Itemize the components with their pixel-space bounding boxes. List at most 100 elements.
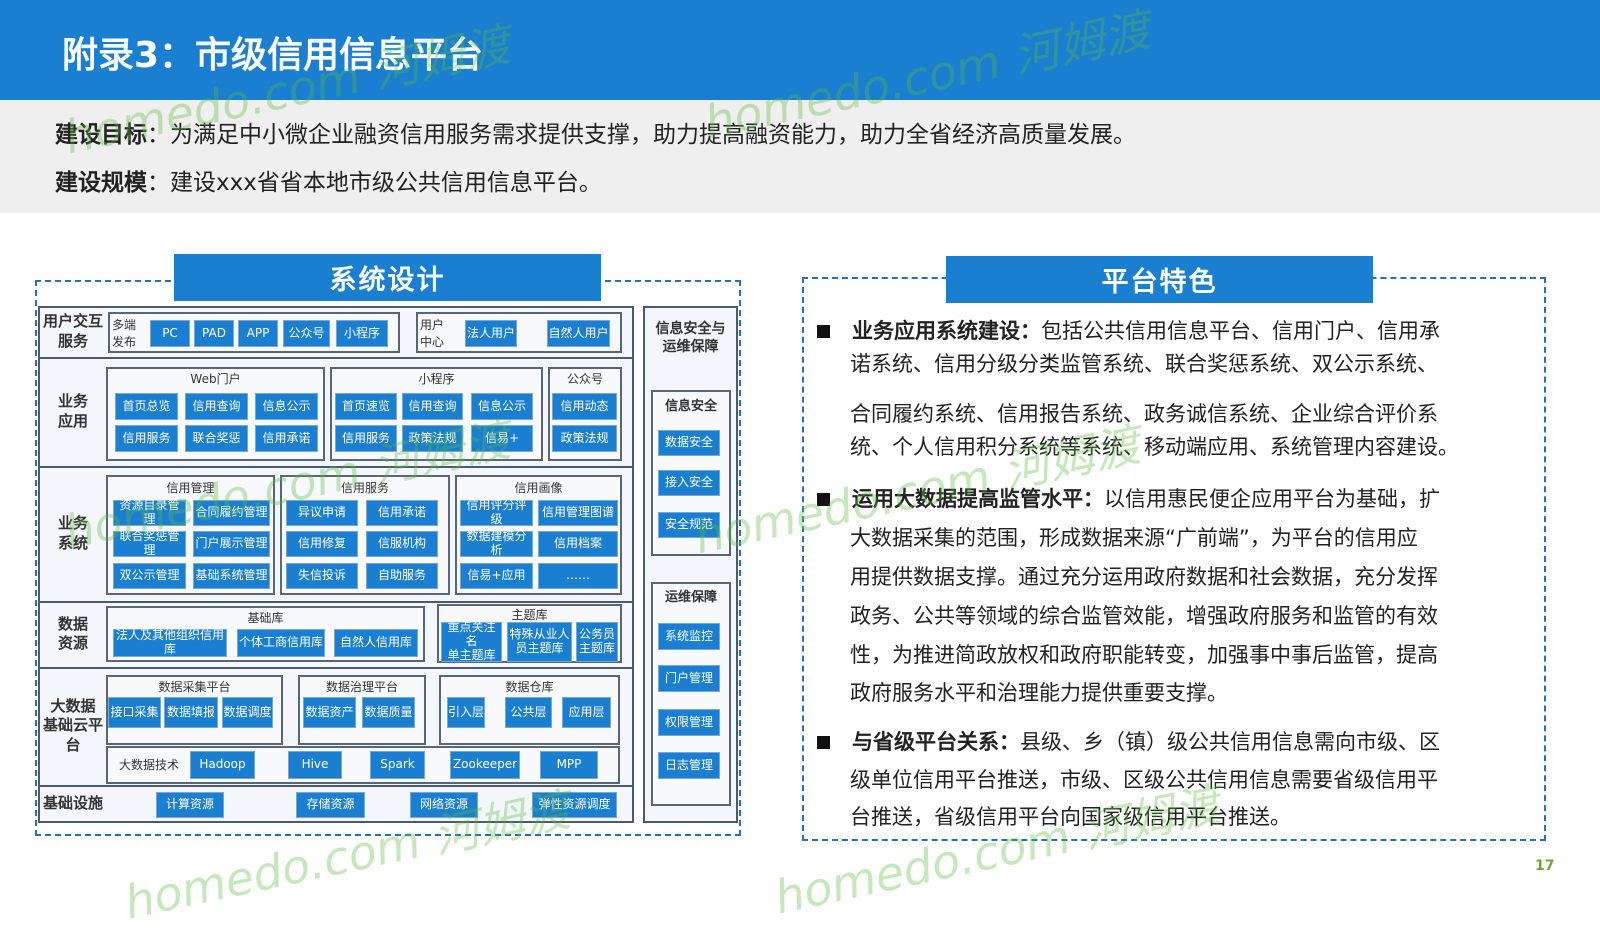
- feature-text: 县级、乡（镇）级公共信用信息需向市级、区: [1020, 730, 1440, 754]
- feature-text: 合同履约系统、信用报告系统、政务诚信系统、企业综合评价系: [850, 402, 1438, 426]
- feature-line: 业务应用系统建设：包括公共信用信息平台、信用门户、信用承: [852, 315, 1440, 345]
- wechat-label: 公众号: [566, 372, 603, 386]
- ops-item: 系统监控: [658, 623, 720, 650]
- topic_db-item: 公务员 主题库: [576, 622, 618, 662]
- warehouse-item: 引入层: [447, 697, 485, 728]
- credit_svc-item: 信服机构: [366, 531, 438, 557]
- credit_portrait-item: 信用评分评级: [460, 498, 533, 526]
- mini-item: 信息公示: [471, 393, 533, 420]
- wechat-item: 政策法规: [552, 425, 617, 452]
- usercenter-label: 用户 中心: [420, 318, 445, 349]
- feature-heading: 运用大数据提高监管水平：: [852, 487, 1104, 511]
- ops-item: 门户管理: [658, 665, 720, 692]
- feature-line: 政府服务水平和治理能力提供重要支撑。: [850, 677, 1228, 707]
- credit_mgmt-item: 资源目录管理: [113, 498, 186, 526]
- feature-line: 用提供数据支撑。通过充分运用政府数据和社会数据，充分发挥: [850, 561, 1438, 591]
- warehouse-item: 公共层: [505, 697, 552, 728]
- tech-label: 大数据技术: [118, 758, 179, 772]
- goals-band: [0, 100, 1600, 213]
- row-label-bigdata: 大数据 基础云平台: [42, 696, 103, 754]
- mini-item: 信用查询: [402, 393, 463, 420]
- credit_svc-item: 信用修复: [286, 531, 358, 557]
- govern-item: 数据资产: [303, 697, 356, 728]
- feature-line: 政务、公共等领域的综合监管效能，增强政府服务和监管的有效: [850, 600, 1438, 630]
- collect-label: 数据采集平台: [158, 680, 231, 694]
- credit_mgmt-item: 门户展示管理: [193, 531, 270, 557]
- feature-text: 政务、公共等领域的综合监管效能，增强政府服务和监管的有效: [850, 604, 1438, 628]
- ops-item: 日志管理: [658, 752, 720, 779]
- credit_svc-item: 信用承诺: [366, 500, 438, 526]
- multi-label: 多端 发布: [112, 318, 137, 349]
- web-item: 信用查询: [185, 393, 248, 420]
- infra-item: 弹性资源调度: [532, 792, 617, 818]
- web-item: 信用服务: [115, 425, 178, 452]
- bullet-icon: [817, 736, 830, 749]
- tech-item: Zookeeper: [450, 751, 520, 779]
- collect-item: 接口采集: [108, 697, 161, 728]
- feature-line: 统、个人信用积分系统等系统、移动端应用、系统管理内容建设。: [850, 431, 1459, 461]
- topic_db-item: 重点关注名 单主题库: [441, 620, 502, 662]
- system-design-title: 系统设计: [174, 254, 601, 301]
- feature-line: 运用大数据提高监管水平：以信用惠民便企应用平台为基础，扩: [852, 483, 1440, 513]
- credit_portrait-item: ……: [538, 563, 618, 589]
- goal-line: 建设目标：为满足中小微企业融资信用服务需求提供支撑，助力提高融资能力，助力全省经…: [55, 115, 1136, 149]
- warehouse-item: 应用层: [562, 697, 611, 728]
- feature-text: 政府服务水平和治理能力提供重要支撑。: [850, 681, 1228, 705]
- security-item: 安全规范: [658, 512, 720, 538]
- feature-text: 统、个人信用积分系统等系统、移动端应用、系统管理内容建设。: [850, 435, 1459, 459]
- mini-item: 信易+: [471, 425, 533, 452]
- row-label-bizsys: 业务 系统: [57, 514, 88, 552]
- mini-label: 小程序: [418, 372, 455, 386]
- row-label-infra: 基础设施: [42, 794, 103, 813]
- infra-item: 网络资源: [410, 792, 478, 818]
- tech-item: MPP: [540, 751, 598, 779]
- credit_svc-item: 失信投诉: [286, 563, 358, 589]
- mini-item: 政策法规: [402, 425, 463, 452]
- row-divider: [38, 466, 634, 468]
- credit_portrait-label: 信用画像: [514, 481, 563, 495]
- scale-text: ：建设xxx省省本地市级公共信用信息平台。: [147, 170, 602, 196]
- multi-item: 公众号: [283, 320, 330, 347]
- web-label: Web门户: [190, 372, 241, 386]
- credit_mgmt-item: 双公示管理: [113, 563, 186, 589]
- security-item: 数据安全: [658, 430, 720, 456]
- wechat-item: 信用动态: [552, 393, 617, 420]
- warehouse-label: 数据仓库: [505, 680, 554, 694]
- row-divider: [38, 601, 634, 603]
- web-item: 联合奖惩: [185, 425, 248, 452]
- feature-heading: 业务应用系统建设：: [852, 319, 1041, 343]
- credit_mgmt-item: 基础系统管理: [193, 563, 270, 589]
- security-label: 信息安全: [664, 398, 717, 414]
- base_db-item: 法人及其他组织信用库: [113, 628, 227, 657]
- infra-item: 存储资源: [296, 792, 365, 818]
- usercenter-item: 自然人用户: [547, 320, 610, 347]
- feature-line: 级单位信用平台推送，市级、区级公共信用信息需要省级信用平: [850, 764, 1438, 794]
- feature-line: 诺系统、信用分级分类监管系统、联合奖惩系统、双公示系统、: [850, 348, 1438, 378]
- web-item: 首页总览: [115, 393, 178, 420]
- base_db-label: 基础库: [247, 611, 284, 625]
- credit_portrait-item: 数据建模分析: [460, 529, 533, 557]
- feature-text: 用提供数据支撑。通过充分运用政府数据和社会数据，充分发挥: [850, 565, 1438, 589]
- credit_mgmt-label: 信用管理: [166, 481, 215, 495]
- feature-line: 合同履约系统、信用报告系统、政务诚信系统、企业综合评价系: [850, 398, 1438, 428]
- scale-label: 建设规模: [55, 170, 147, 196]
- credit_svc-label: 信用服务: [340, 481, 389, 495]
- base_db-item: 自然人信用库: [334, 629, 418, 657]
- security-item: 接入安全: [658, 470, 720, 496]
- credit_svc-item: 自助服务: [366, 563, 438, 589]
- usercenter-item: 法人用户: [465, 320, 517, 347]
- topic_db-label: 主题库: [511, 608, 548, 622]
- feature-line: 台推送，省级信用平台向国家级信用平台推送。: [850, 801, 1291, 831]
- feature-text: 包括公共信用信息平台、信用门户、信用承: [1041, 319, 1440, 343]
- ops-label: 运维保障: [664, 589, 717, 605]
- web-item: 信用承诺: [255, 425, 318, 452]
- side-title: 信息安全与 运维保障: [655, 320, 726, 355]
- infra-item: 计算资源: [156, 792, 224, 818]
- row-divider: [38, 667, 634, 669]
- multi-item: PAD: [194, 320, 234, 347]
- page-number: 17: [1535, 858, 1555, 874]
- goal-label: 建设目标: [55, 122, 147, 148]
- multi-item: APP: [238, 320, 278, 347]
- tech-item: Hive: [288, 751, 342, 779]
- multi-item: PC: [150, 320, 190, 347]
